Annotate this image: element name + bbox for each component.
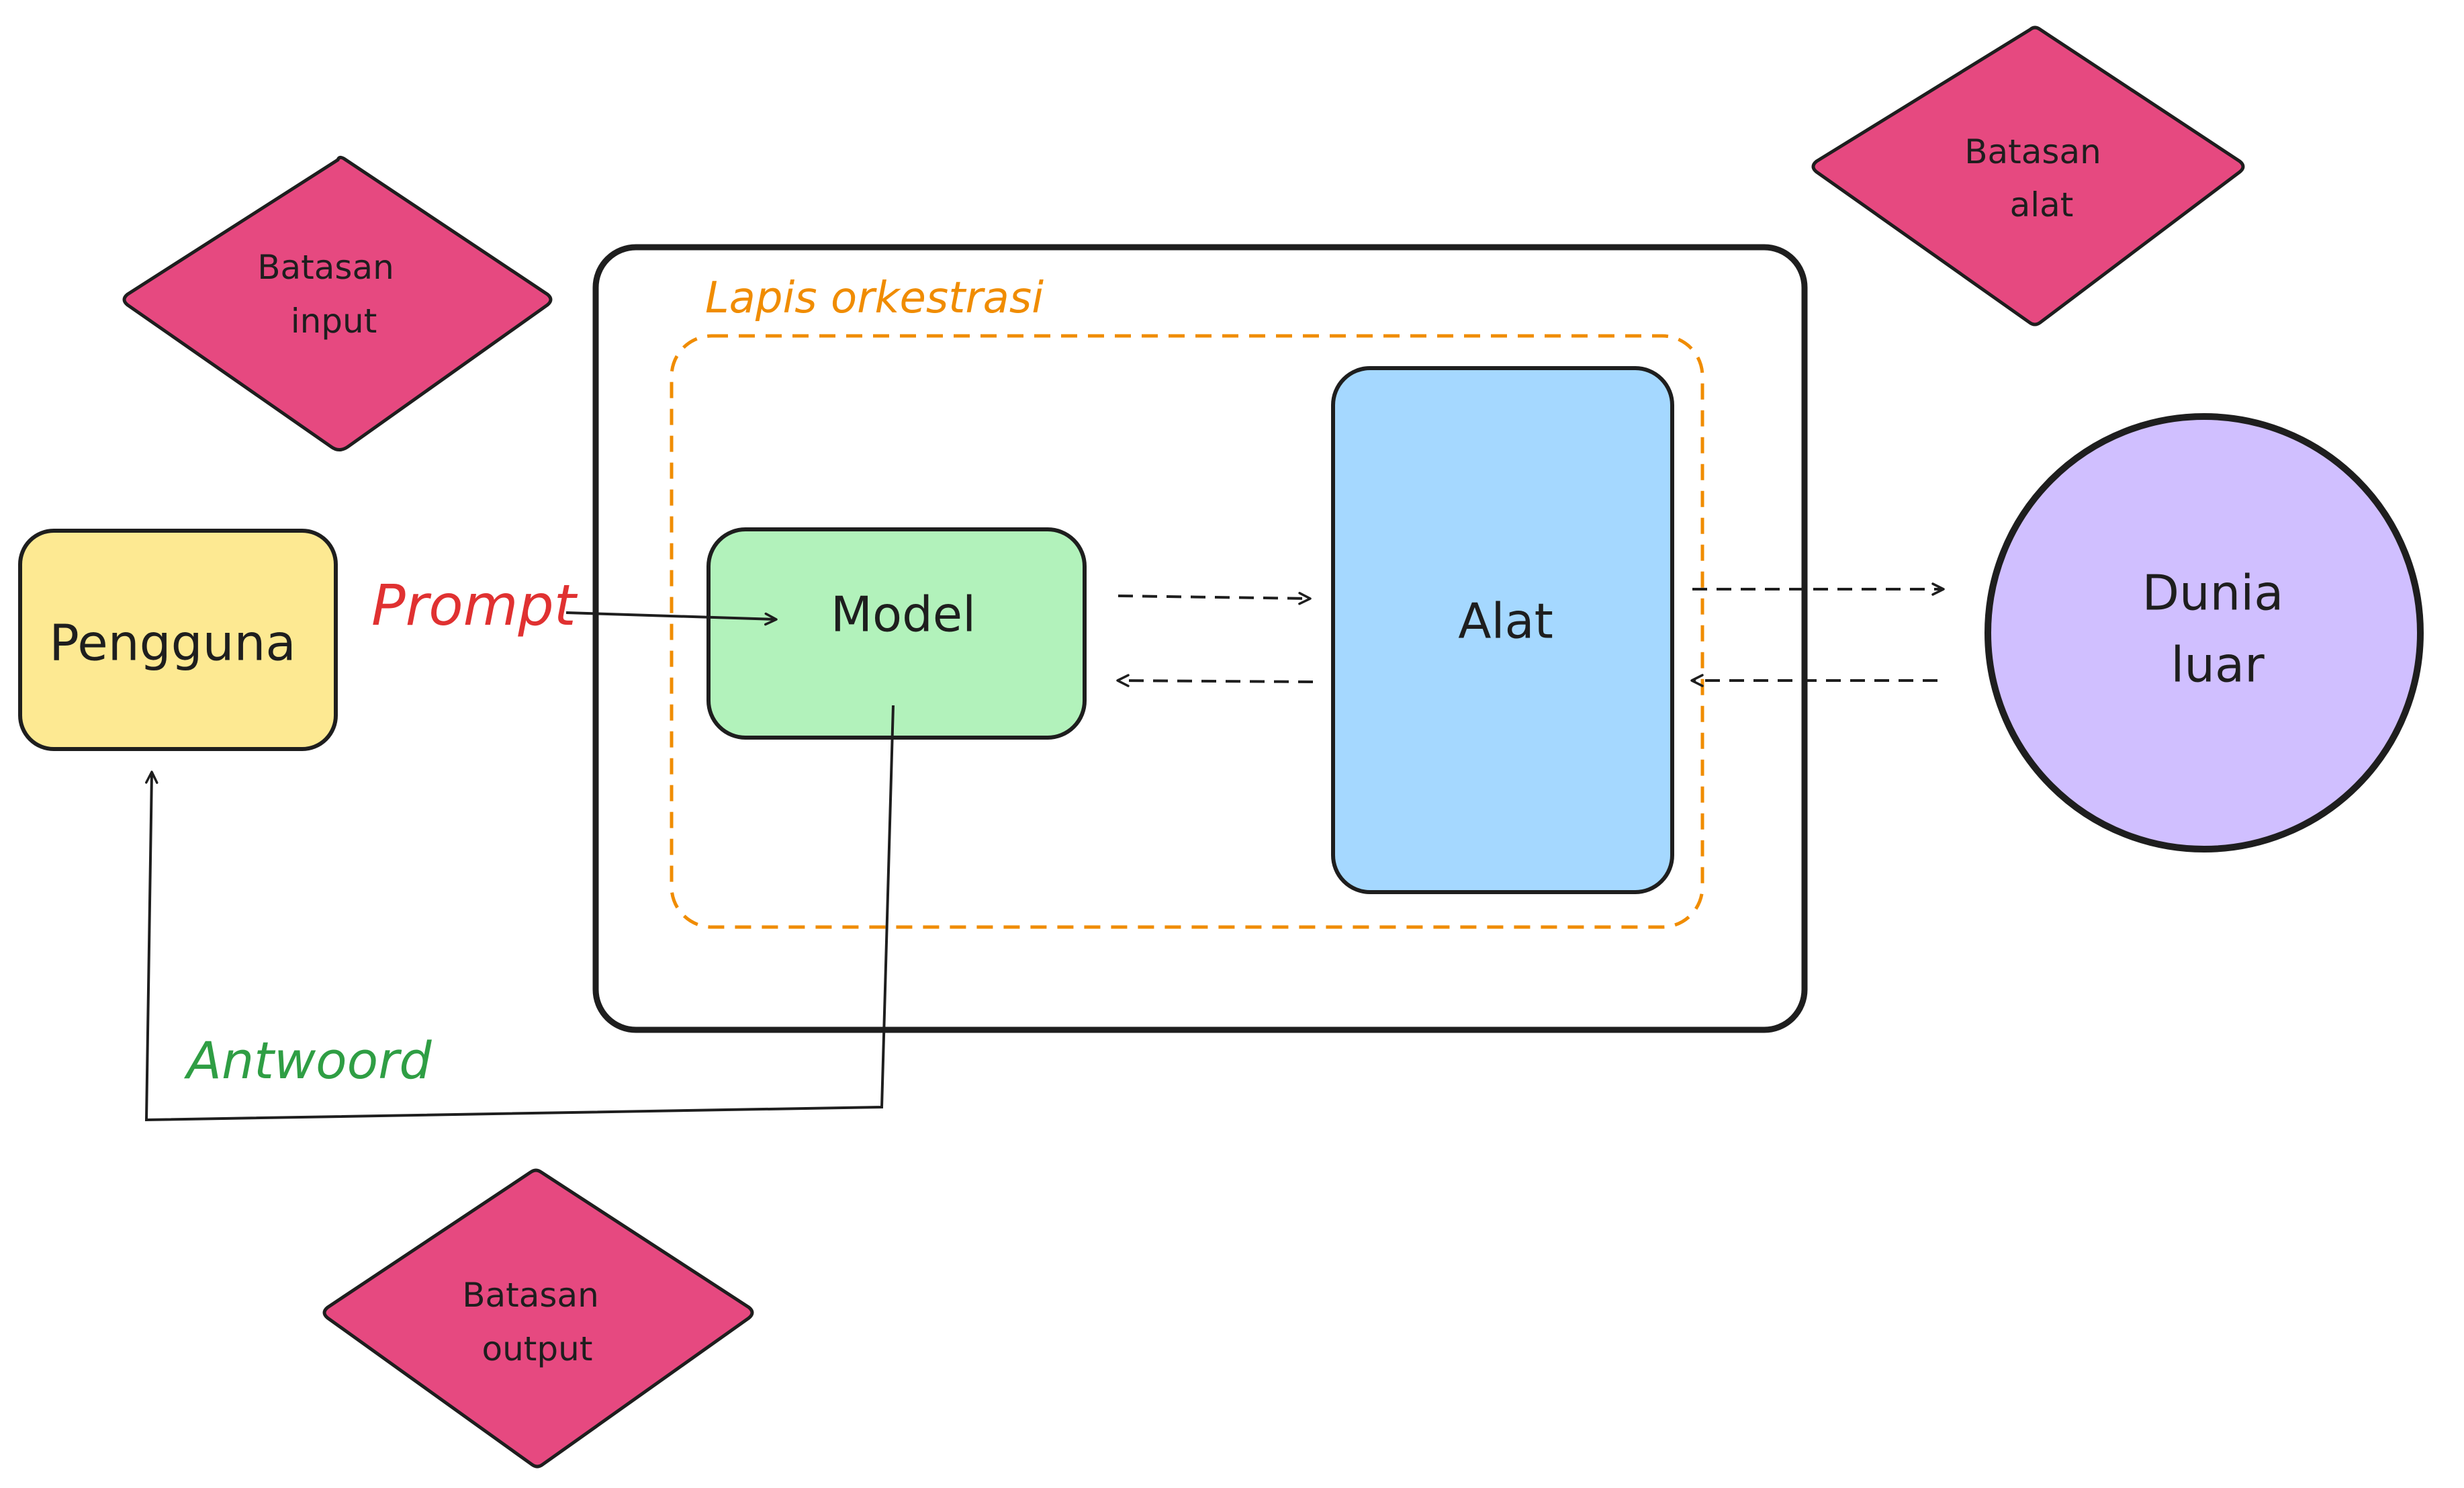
response-label: Antwoord [183, 1031, 432, 1090]
tool-guard-label-2: alat [2010, 185, 2074, 224]
orchestration-layer-label: Lapis orkestrasi [705, 273, 1044, 323]
prompt-arrow [565, 611, 778, 626]
tool-node-label: Alat [1458, 593, 1553, 650]
response-arrow [144, 705, 895, 1122]
system-container [592, 244, 1808, 1033]
prompt-label: Prompt [371, 572, 578, 638]
orchestration-layer [670, 334, 1704, 929]
input-guard-label-2: input [291, 302, 377, 341]
model-node: Model [706, 527, 1087, 740]
user-node-label: Pengguna [49, 615, 296, 672]
external-world-node: Dunia luar [1984, 413, 2424, 852]
model-node-label: Model [831, 586, 976, 643]
input-guard-label-1: Batasan [257, 248, 394, 287]
external-world-label-2: luar [2171, 637, 2265, 693]
tool-guard: Batasan alat [1811, 26, 2245, 326]
tool-guard-label-1: Batasan [1964, 132, 2101, 171]
model-to-tool-arrow [1117, 592, 1312, 605]
output-guard-label-1: Batasan [462, 1276, 599, 1315]
input-guard: Batasan input [122, 155, 553, 451]
external-world-label-1: Dunia [2142, 565, 2284, 621]
tool-node: Alat [1331, 366, 1674, 894]
output-guard: Batasan output [322, 1168, 754, 1469]
tool-to-model-arrow [1116, 674, 1314, 687]
output-guard-label-2: output [482, 1329, 593, 1368]
user-node: Pengguna [18, 529, 338, 751]
